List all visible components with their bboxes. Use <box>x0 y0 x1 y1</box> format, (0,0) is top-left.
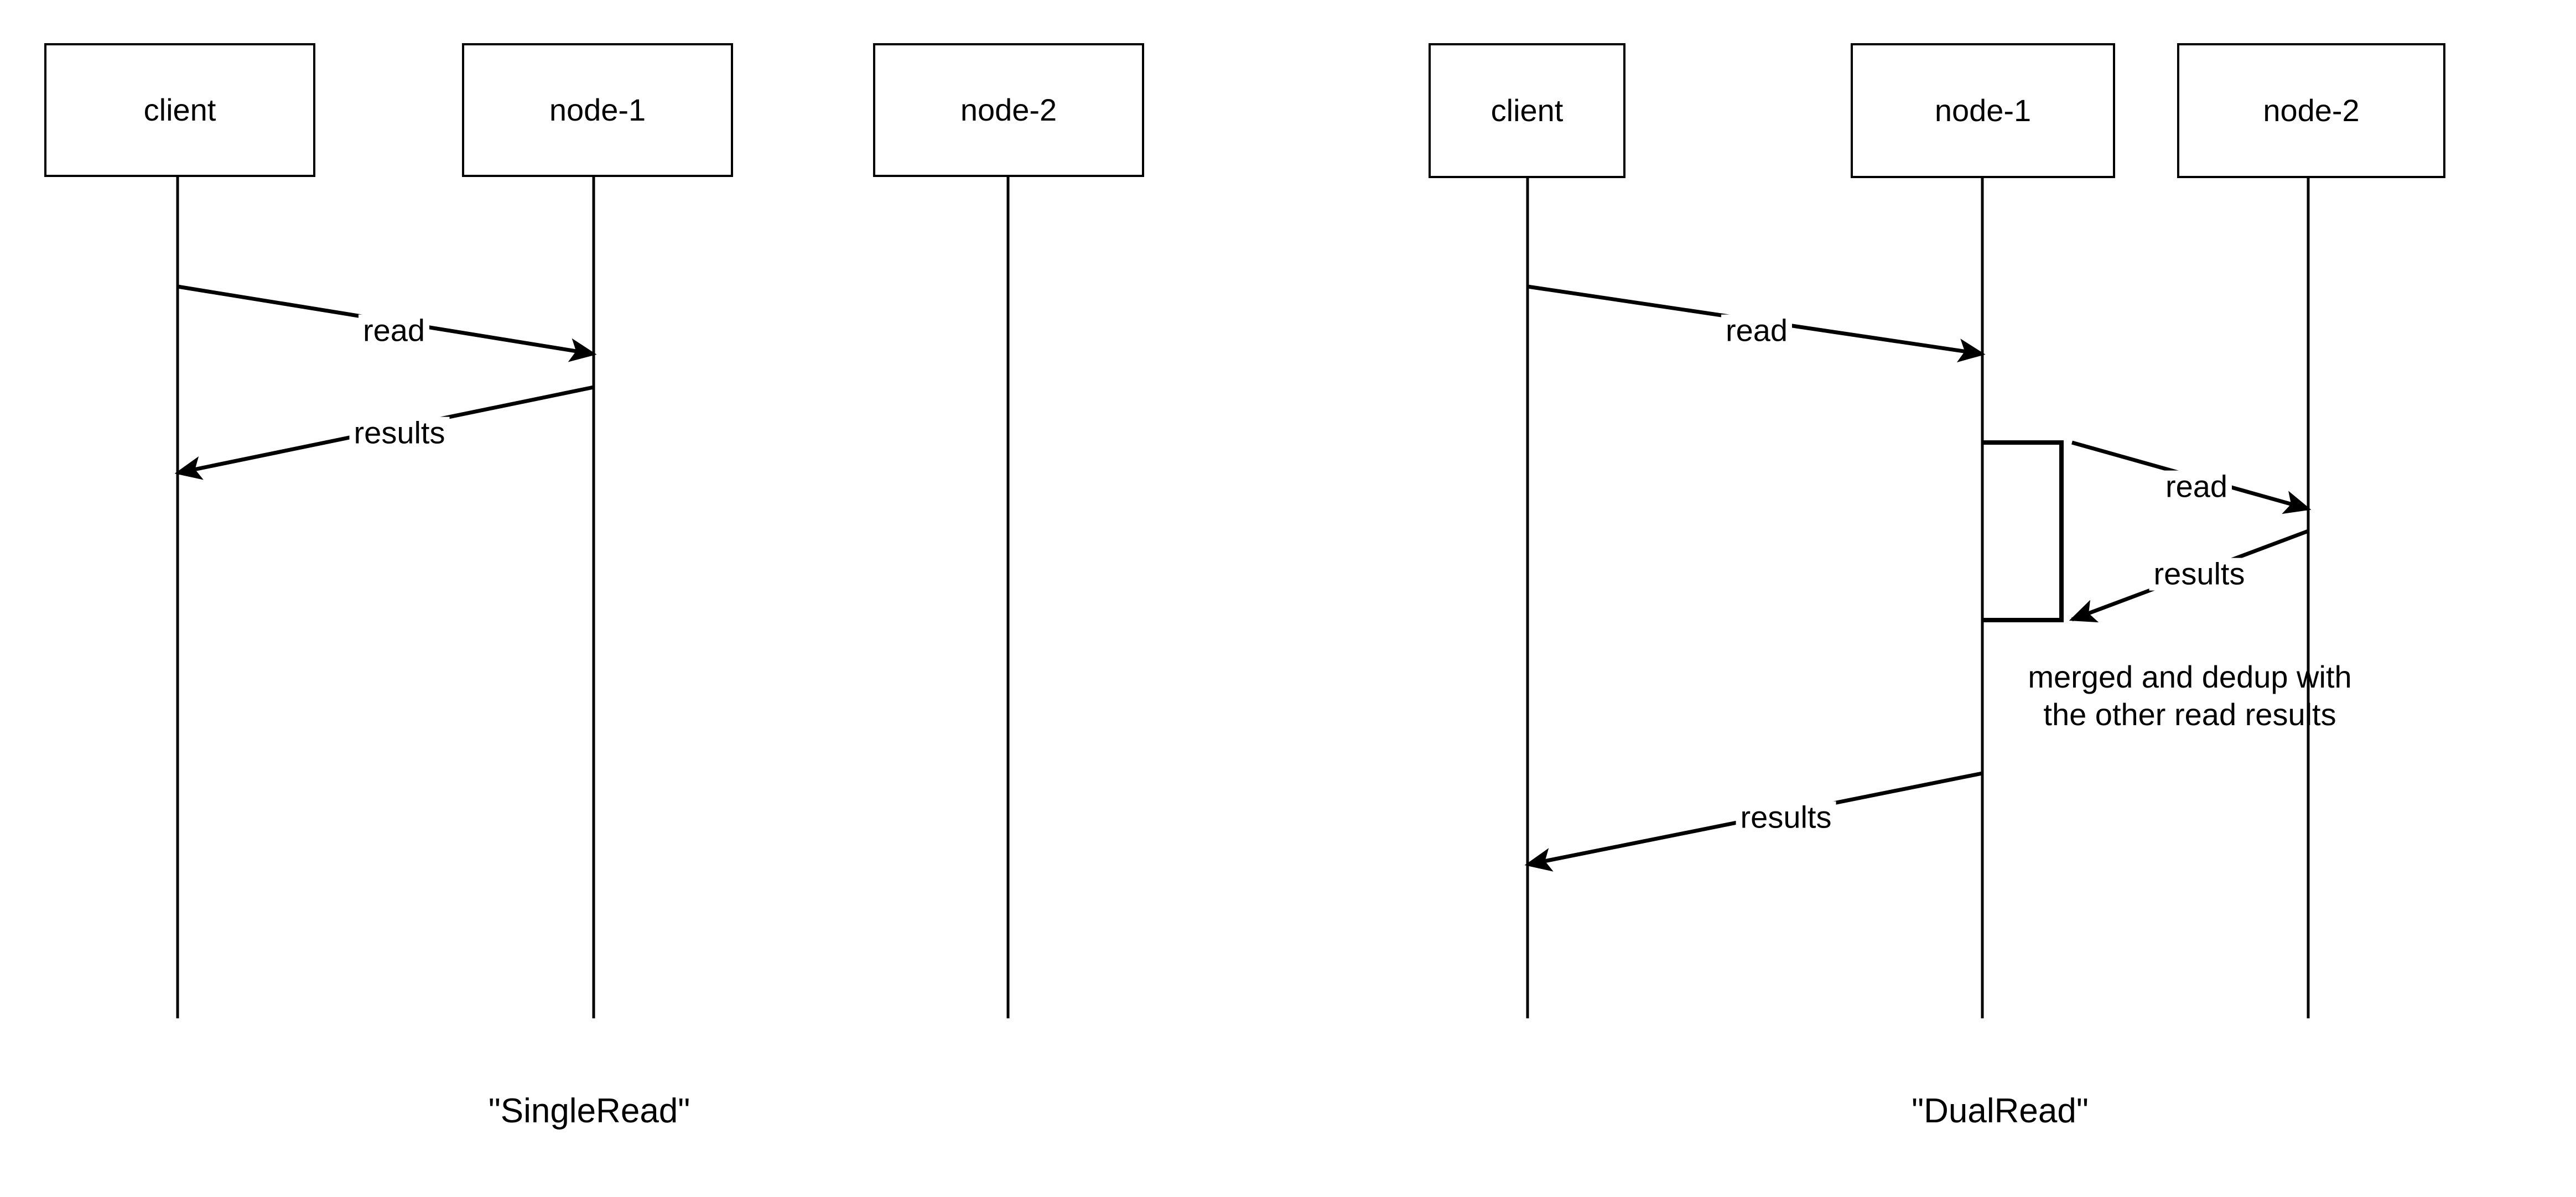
note-line: merged and dedup with <box>2028 659 2352 694</box>
message-label-read-node-1-node-2: read <box>2160 470 2232 503</box>
participant-label: node-1 <box>1934 93 2032 128</box>
note-merge-dedup: merged and dedup with the other read res… <box>2028 658 2351 734</box>
message-label-results-single: results <box>349 417 450 450</box>
participant-box-client-dual[interactable]: client <box>1429 43 1625 178</box>
activation-bracket-node-1 <box>1982 440 2064 622</box>
participant-box-node-1-single[interactable]: node-1 <box>462 43 733 177</box>
note-line: the other read results <box>2043 697 2336 732</box>
participant-label: node-2 <box>960 92 1057 128</box>
message-label-read-client-node-1-dual: read <box>1721 314 1793 347</box>
message-label-read-single: read <box>358 314 430 347</box>
participant-label: node-1 <box>549 92 646 128</box>
participant-box-node-2-dual[interactable]: node-2 <box>2177 43 2445 178</box>
participant-label: node-2 <box>2263 93 2360 128</box>
participant-label: client <box>143 92 216 128</box>
diagram-caption-dual-read: "DualRead" <box>1912 1092 2089 1130</box>
message-label-results-node-1-client-dual: results <box>1736 801 1836 834</box>
participant-box-node-1-dual[interactable]: node-1 <box>1851 43 2115 178</box>
participant-box-client-single[interactable]: client <box>44 43 315 177</box>
participant-label: client <box>1490 93 1564 128</box>
participant-box-node-2-single[interactable]: node-2 <box>873 43 1144 177</box>
message-label-results-node-2-node-1: results <box>2149 558 2250 591</box>
diagram-caption-single-read: "SingleRead" <box>488 1092 690 1130</box>
